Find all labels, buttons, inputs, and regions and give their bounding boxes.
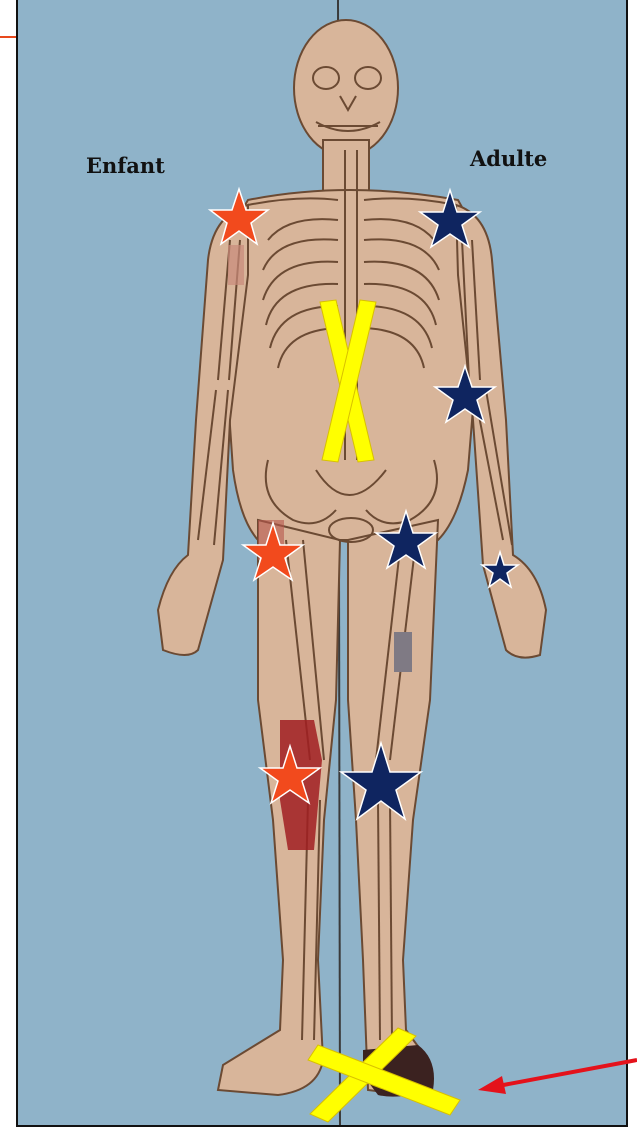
lesion-right-femur: [394, 632, 412, 672]
label-adult: Adulte: [470, 146, 547, 171]
skeleton-panel: Enfant Adulte: [16, 0, 628, 1127]
label-child: Enfant: [86, 153, 165, 178]
lesion-left-humerus: [228, 245, 244, 285]
